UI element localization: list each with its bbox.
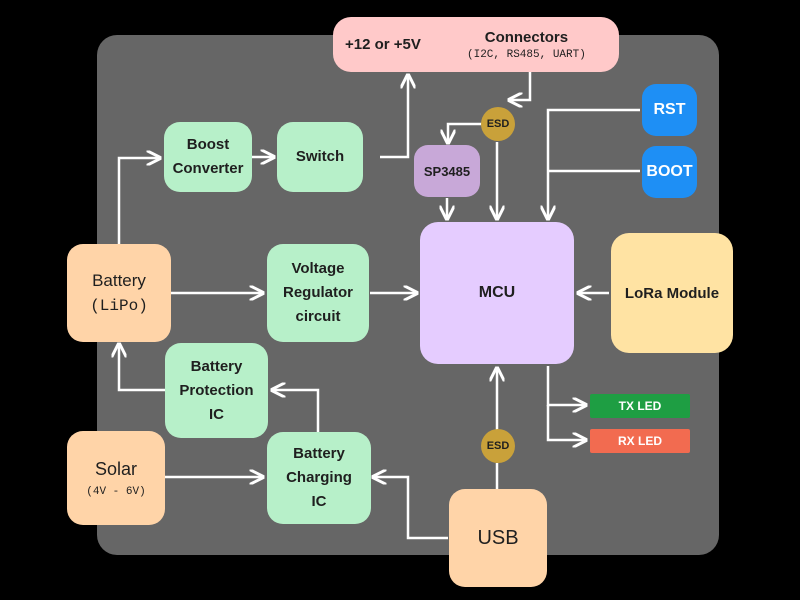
wire-mcu-rxled (546, 405, 586, 440)
wire-usb-charging (373, 477, 448, 540)
boot-button: BOOT (642, 146, 697, 198)
connectors-subtitle: (I2C, RS485, UART) (467, 48, 586, 61)
protection-line3: IC (209, 405, 224, 423)
connectors-title: Connectors (484, 28, 569, 46)
usb-label: USB (477, 526, 519, 549)
tx-led-block: TX LED (590, 394, 690, 418)
regulator-line3: circuit (295, 308, 341, 325)
charging-line1: Battery (293, 445, 345, 462)
wire-esd-sp3485 (448, 122, 482, 143)
tx-led-label: TX LED (618, 399, 662, 413)
voltage-regulator-block: Voltage Regulator circuit (267, 244, 369, 342)
wire-switch-power (380, 75, 408, 159)
switch-label: Switch (295, 148, 345, 165)
regulator-line2: Regulator (282, 284, 353, 301)
protection-line2: Protection (179, 381, 254, 399)
wire-rst-mcu (548, 108, 640, 219)
wire-battery-boost (117, 158, 160, 244)
boot-label: BOOT (646, 163, 693, 180)
connectors-block: +12 or +5V Connectors (I2C, RS485, UART) (333, 17, 619, 72)
rx-led-label: RX LED (617, 434, 662, 448)
wire-mcu-txled (546, 366, 586, 405)
battery-line2: (LiPo) (90, 297, 148, 315)
rst-button: RST (642, 84, 697, 136)
connectors-power-label: +12 or +5V (345, 36, 421, 53)
boost-line2: Converter (172, 160, 244, 177)
wire-connectors-esd (509, 70, 532, 100)
sp3485-block: SP3485 (414, 145, 480, 197)
lora-module-block: LoRa Module (611, 233, 733, 353)
regulator-line1: Voltage (291, 260, 345, 277)
solar-line1: Solar (94, 458, 138, 479)
lora-label: LoRa Module (624, 284, 720, 302)
wire-protection-battery (119, 344, 165, 392)
charging-line2: Charging (286, 469, 352, 486)
battery-charging-block: Battery Charging IC (267, 432, 371, 524)
mcu-label: MCU (478, 284, 516, 301)
solar-block: Solar (4V - 6V) (67, 431, 165, 525)
esd-bottom-block: ESD (481, 429, 515, 463)
boost-converter-block: Boost Converter (164, 122, 252, 192)
battery-block: Battery (LiPo) (67, 244, 171, 342)
usb-block: USB (449, 489, 547, 587)
battery-protection-block: Battery Protection IC (165, 343, 268, 438)
rst-label: RST (653, 101, 686, 118)
protection-line1: Battery (190, 357, 243, 375)
wire-charging-protection (272, 390, 320, 432)
mcu-block: MCU (420, 222, 574, 364)
sp3485-label: SP3485 (423, 163, 471, 179)
solar-line2: (4V - 6V) (86, 485, 146, 498)
esd-top-block: ESD (481, 107, 515, 141)
battery-line1: Battery (92, 271, 146, 290)
boost-line1: Boost (186, 136, 230, 153)
switch-block: Switch (277, 122, 363, 192)
esd-bottom-label: ESD (486, 440, 510, 452)
charging-line3: IC (311, 493, 327, 510)
esd-top-label: ESD (486, 118, 510, 130)
rx-led-block: RX LED (590, 429, 690, 453)
